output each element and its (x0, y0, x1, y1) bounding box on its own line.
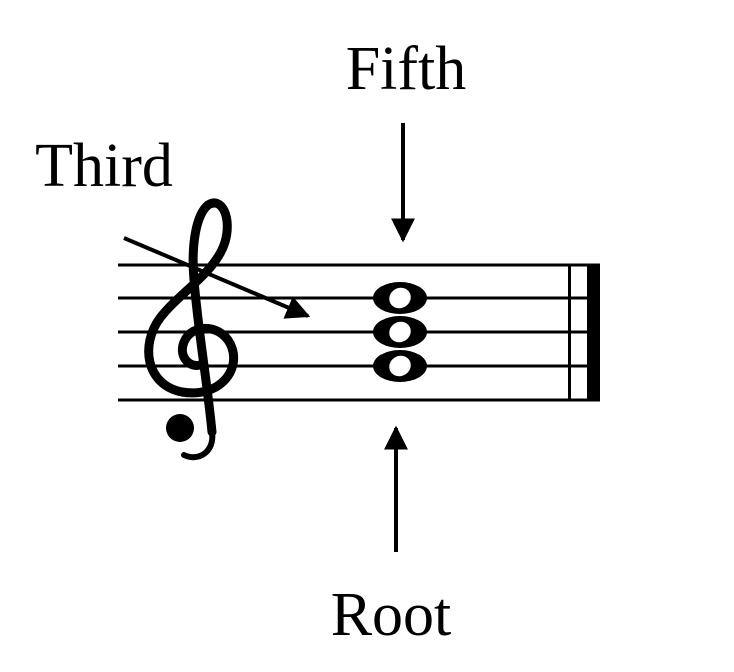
note-root (373, 350, 427, 382)
treble-clef-icon (144, 198, 239, 461)
chord (373, 282, 427, 382)
label-third: Third (35, 132, 173, 200)
label-root: Root (331, 581, 452, 649)
final-barline (568, 265, 600, 400)
label-fifth: Fifth (346, 35, 467, 103)
note-third (373, 316, 427, 348)
third-arrow (123, 236, 311, 319)
barline-thin (568, 265, 571, 400)
clef-tail-dot (166, 414, 194, 442)
arrows (123, 123, 415, 552)
barline-thick (587, 265, 600, 400)
note-fifth (373, 282, 427, 314)
